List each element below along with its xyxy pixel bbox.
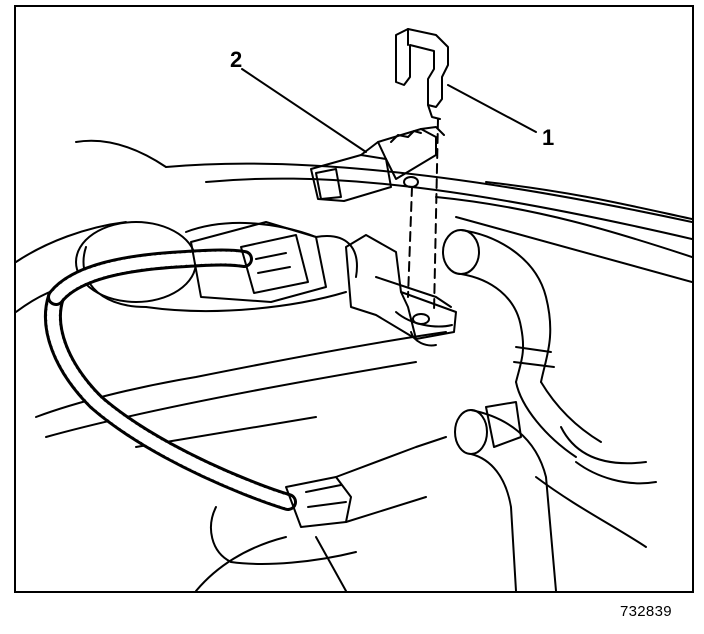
engine-body-panels [16,139,692,448]
map-sensor [310,126,445,202]
engine-bay-illustration [16,28,692,591]
lower-hose [454,401,657,591]
callout-leaders [241,68,537,153]
installation-guide-lines [407,118,439,313]
callout-2-label: 2 [230,47,243,72]
diagram-frame: 1 2 [14,5,694,593]
retainer-clip [395,28,449,120]
figure-code: 732839 [620,603,672,620]
upper-hose [442,229,602,458]
lower-harness-connector [195,436,447,591]
sensor-mount-bracket [345,234,457,347]
callout-1-label: 1 [542,125,555,150]
main-connector [190,221,358,303]
wiring-harness [44,248,297,511]
